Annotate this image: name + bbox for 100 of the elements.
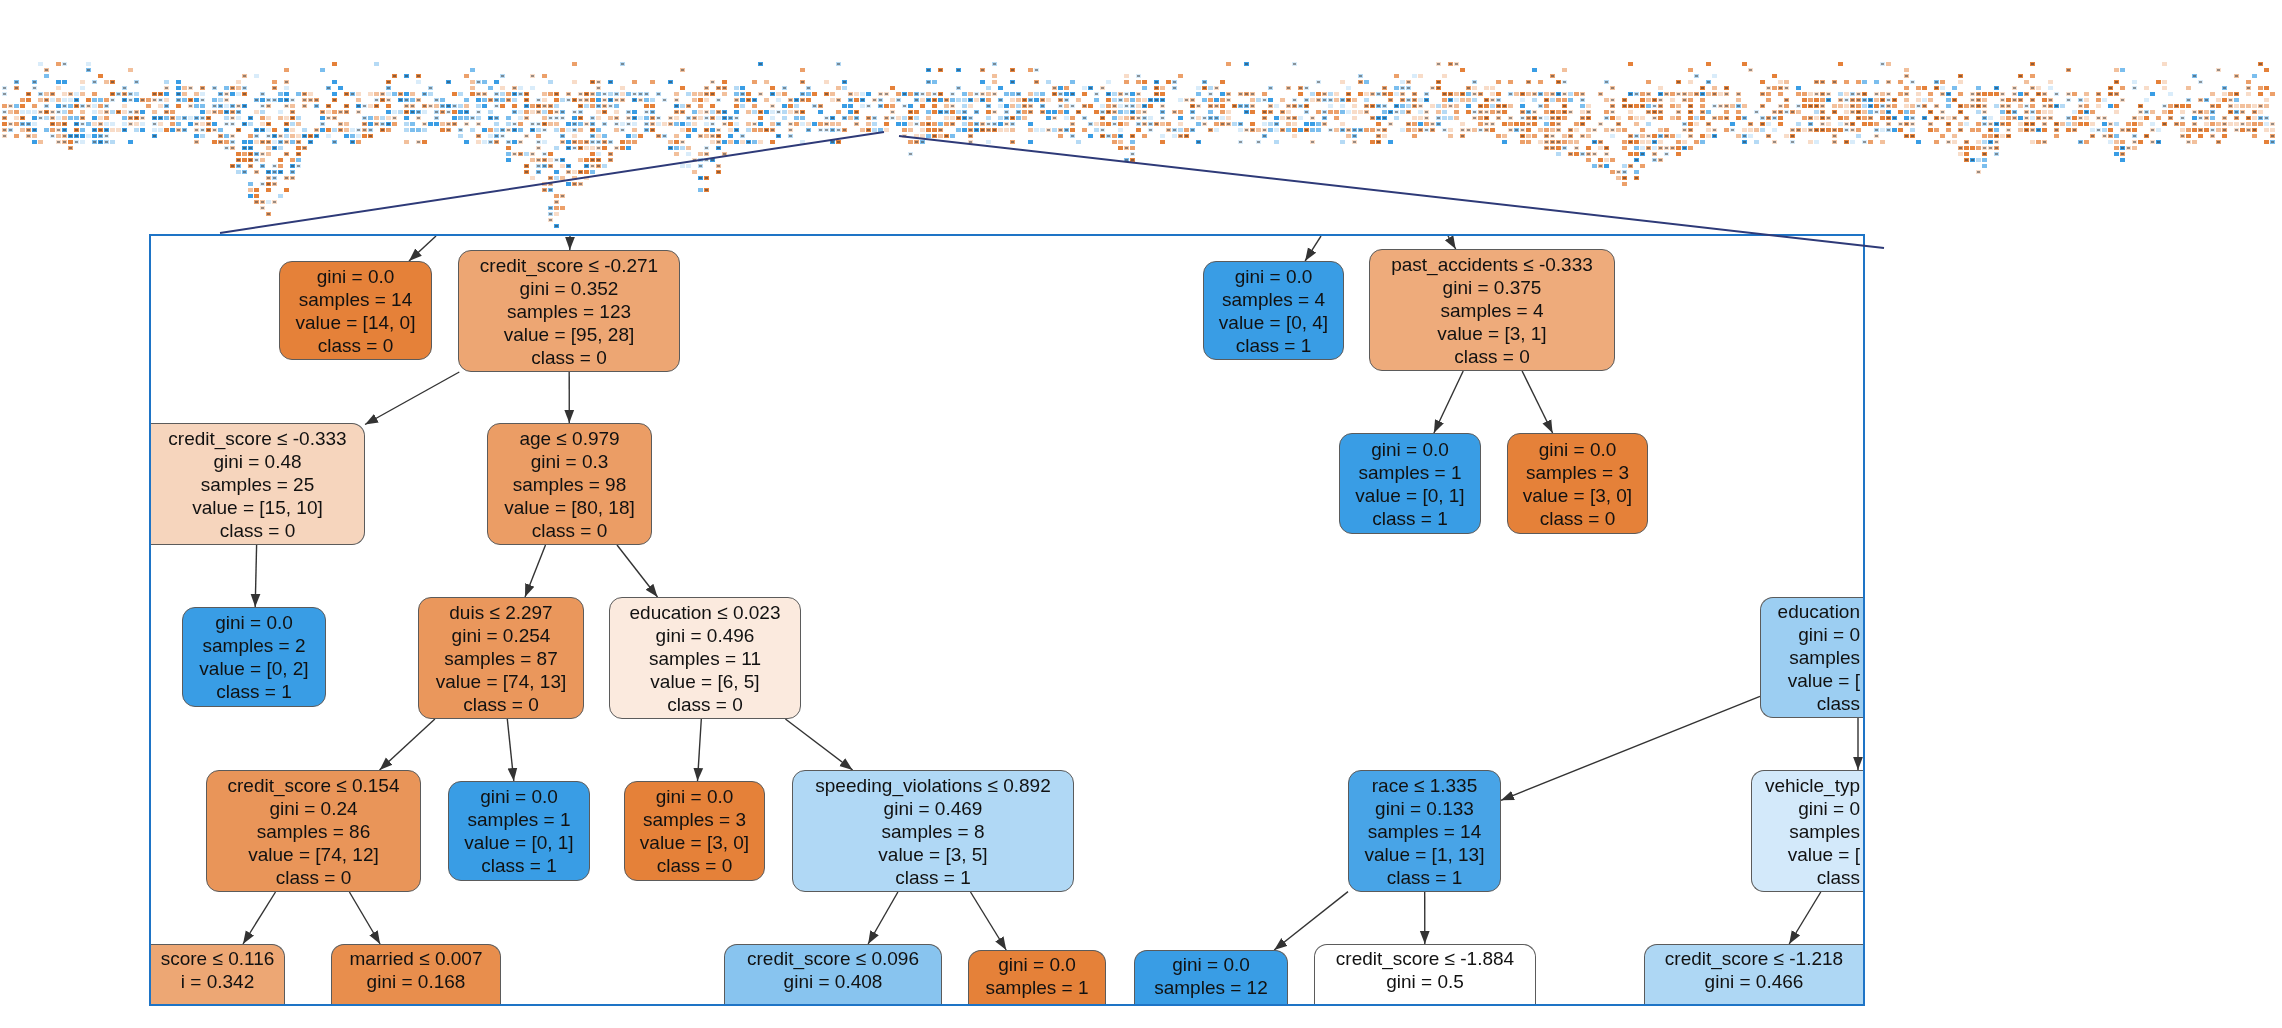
decision-node — [418, 597, 584, 719]
value-label: value = [14, 0] — [295, 310, 416, 334]
class-label: class = 0 — [275, 865, 352, 889]
decision-node — [487, 423, 652, 545]
decision-node — [1314, 944, 1536, 1004]
samples-label: samples = 8 — [881, 819, 985, 843]
split-rule: past_accidents ≤ -0.333 — [1391, 252, 1593, 276]
value-label: value = [1, 13] — [1364, 842, 1485, 866]
class-label: class = 0 — [656, 854, 733, 877]
decision-node — [1369, 249, 1615, 371]
split-rule: credit_score ≤ -0.333 — [168, 426, 347, 450]
split-rule: duis ≤ 2.297 — [449, 600, 553, 624]
arrow — [250, 544, 261, 608]
value-label: value = [15, 10] — [192, 495, 323, 519]
samples-label: samples = 14 — [298, 287, 413, 311]
gini-label: gini = 0.352 — [519, 277, 619, 300]
gini-label: gini = 0 — [1798, 623, 1860, 646]
value-label: value = [0, 4] — [1218, 310, 1329, 334]
samples-label: samples = 4 — [1222, 287, 1325, 311]
samples-label: samples — [1789, 819, 1860, 843]
value-label: value = [ — [1787, 669, 1860, 692]
arrow — [1433, 370, 1464, 434]
decision-node — [151, 944, 285, 1004]
class-label: class = 0 — [531, 518, 608, 542]
arrow — [1273, 890, 1349, 951]
value-label: value = [0, 1] — [1355, 483, 1465, 507]
arrow — [506, 718, 518, 782]
leaf-node — [1203, 261, 1344, 360]
class-label: class = 0 — [219, 518, 296, 542]
decision-node — [151, 423, 365, 545]
decision-node — [724, 944, 942, 1004]
decision-node — [1644, 944, 1863, 1004]
gini-label: gini = 0.254 — [451, 623, 551, 647]
gini-label: gini = 0.133 — [1375, 796, 1474, 820]
split-rule: race ≤ 1.335 — [1371, 773, 1478, 797]
split-rule: education — [1777, 600, 1860, 623]
arrow — [564, 371, 575, 424]
samples-label: samples = 98 — [512, 472, 627, 496]
value-label: value = [80, 18] — [504, 495, 635, 519]
gini-label: gini = 0.168 — [366, 970, 466, 993]
gini-label: i = 0.342 — [180, 970, 255, 993]
split-rule: speeding_violations ≤ 0.892 — [815, 773, 1051, 797]
decision-node — [1348, 770, 1501, 892]
decision-node — [609, 597, 801, 719]
decision-node — [458, 250, 680, 372]
split-rule: age ≤ 0.979 — [519, 426, 620, 450]
gini-label: gini = 0.0 — [1538, 437, 1617, 461]
samples-label: samples = 14 — [1367, 819, 1482, 843]
samples-label: samples = 3 — [1526, 460, 1629, 484]
samples-label: samples = 1 — [1358, 460, 1462, 484]
class-label: class = 1 — [895, 865, 971, 889]
arrow — [616, 544, 659, 598]
leaf-node — [182, 607, 326, 707]
gini-label: gini = 0.5 — [1386, 970, 1464, 993]
gini-label: gini = 0.0 — [316, 264, 395, 288]
gini-label: gini = 0.0 — [998, 953, 1076, 976]
samples-label: samples = 1 — [467, 808, 571, 831]
value-label: value = [95, 28] — [503, 322, 635, 346]
class-label: class = 0 — [531, 345, 607, 369]
gini-label: gini = 0 — [1798, 797, 1860, 820]
samples-label: samples = 123 — [506, 299, 632, 323]
leaf-node — [1134, 950, 1288, 1004]
arrow — [969, 891, 1007, 951]
value-label: value = [3, 0] — [1522, 483, 1633, 507]
split-rule: vehicle_typ — [1764, 773, 1860, 797]
class-label: class = 1 — [1386, 865, 1463, 889]
decision-node — [792, 770, 1074, 892]
arrow — [867, 891, 899, 945]
arrow — [348, 891, 381, 945]
gini-label: gini = 0.0 — [655, 785, 734, 808]
value-label: value = [74, 13] — [435, 669, 567, 693]
arrow — [242, 891, 277, 945]
arrow — [1444, 236, 1457, 250]
samples-label: samples = 4 — [1440, 298, 1544, 322]
gini-label: gini = 0.466 — [1704, 970, 1804, 993]
gini-label: gini = 0.3 — [530, 449, 609, 473]
samples-label: samples — [1789, 646, 1860, 669]
value-label: value = [3, 5] — [878, 842, 988, 866]
split-rule: credit_score ≤ 0.096 — [747, 947, 919, 970]
arrow — [408, 236, 437, 262]
split-rule: score ≤ 0.116 — [160, 947, 275, 970]
arrow — [1853, 717, 1863, 771]
value-label: value = [ — [1787, 842, 1860, 866]
arrow — [524, 544, 547, 598]
decision-node — [1751, 770, 1863, 892]
samples-label: samples = 11 — [648, 646, 762, 670]
samples-label: samples = 1 — [985, 976, 1089, 999]
split-rule: credit_score ≤ -0.271 — [479, 253, 659, 277]
arrow — [1500, 695, 1761, 801]
gini-label: gini = 0.408 — [783, 970, 883, 993]
gini-label: gini = 0.0 — [480, 785, 558, 808]
leaf-node — [1507, 433, 1648, 534]
class-label: class = 1 — [216, 680, 292, 703]
gini-label: gini = 0.0 — [215, 611, 293, 634]
leaf-node — [1339, 433, 1481, 534]
arrow — [378, 718, 436, 771]
class-label: class — [1816, 865, 1860, 889]
arrow — [1419, 891, 1430, 945]
arrow — [565, 236, 575, 251]
arrow — [1521, 370, 1554, 434]
